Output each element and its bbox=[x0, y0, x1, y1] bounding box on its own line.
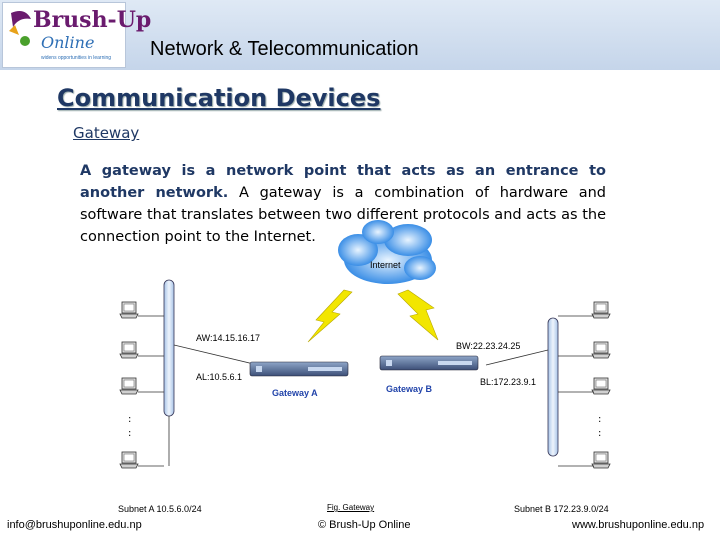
bw-label: BW:22.23.24.25 bbox=[456, 341, 520, 351]
lightning-a-icon bbox=[307, 289, 353, 343]
subnet-a-bus bbox=[163, 279, 175, 417]
svg-text::: : bbox=[598, 414, 601, 425]
definition-rest: A gateway is a combination of hardware a… bbox=[80, 185, 606, 245]
header-bar: Brush-Up Online widens opportunities in … bbox=[0, 0, 720, 70]
subnet-a-computers: : : bbox=[119, 301, 170, 469]
gateway-a-label: Gateway A bbox=[272, 388, 318, 398]
logo-line2: Online bbox=[41, 33, 95, 52]
internet-cloud-icon bbox=[338, 220, 436, 284]
svg-text::: : bbox=[128, 428, 131, 439]
figure-caption: Fig. Gateway bbox=[327, 503, 375, 512]
footer-website: www.brushuponline.edu.np bbox=[572, 519, 705, 531]
svg-text::: : bbox=[128, 414, 131, 425]
lightning-b-icon bbox=[397, 289, 439, 341]
definition-paragraph: A gateway is a network point that acts a… bbox=[80, 160, 606, 248]
brush-icon bbox=[9, 11, 31, 46]
gateway-a-device bbox=[249, 361, 349, 377]
al-label: AL:10.5.6.1 bbox=[196, 372, 242, 382]
internet-label: Internet bbox=[370, 260, 401, 270]
header-title: Network & Telecommunication bbox=[150, 38, 419, 60]
subnet-b-label: Subnet B 172.23.9.0/24 bbox=[514, 504, 609, 514]
gateway-b-device bbox=[379, 355, 479, 371]
gateway-b-label: Gateway B bbox=[386, 384, 433, 394]
subnet-a-label: Subnet A 10.5.6.0/24 bbox=[118, 504, 202, 514]
section-title: Communication Devices bbox=[57, 84, 381, 112]
bl-label: BL:172.23.9.1 bbox=[480, 377, 536, 387]
gateway-diagram: : : : : Internet AW:14.15.16.17 AL:10.5.… bbox=[118, 220, 611, 514]
brush-up-logo: Brush-Up Online widens opportunities in … bbox=[2, 2, 151, 68]
definition-bold: A gateway is a network point that acts a… bbox=[80, 163, 606, 201]
subnet-b-bus bbox=[547, 317, 559, 457]
footer-copyright: © Brush-Up Online bbox=[318, 519, 411, 531]
aw-label: AW:14.15.16.17 bbox=[196, 333, 260, 343]
subtitle: Gateway bbox=[73, 124, 140, 142]
svg-text::: : bbox=[598, 428, 601, 439]
subnet-b-computers: : : bbox=[558, 301, 611, 469]
footer-email: info@brushuponline.edu.np bbox=[7, 519, 142, 531]
logo-tagline: widens opportunities in learning bbox=[41, 55, 112, 61]
logo-line1: Brush-Up bbox=[33, 7, 152, 33]
